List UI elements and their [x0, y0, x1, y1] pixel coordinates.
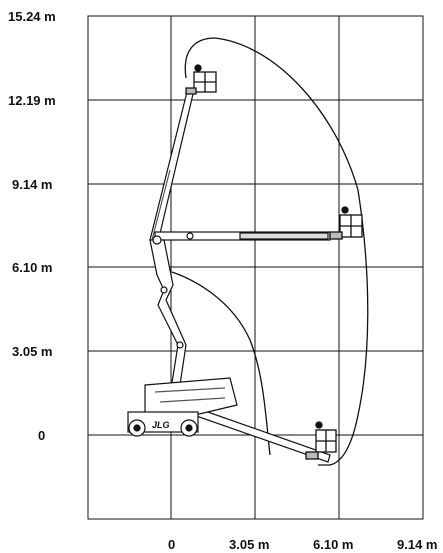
x-tick-label: 0	[168, 537, 175, 552]
y-tick-label: 9.14 m	[12, 177, 52, 192]
x-tick-label: 6.10 m	[313, 537, 353, 552]
riser-linkage	[149, 235, 187, 399]
y-tick-label: 15.24 m	[8, 9, 56, 24]
chassis: JLG	[127, 377, 238, 437]
x-tick-labels: 0 3.05 m 6.10 m 9.14 m	[168, 537, 437, 552]
y-tick-label: 12.19 m	[8, 93, 56, 108]
platform-basket-bottom	[305, 421, 337, 460]
jlg-logo: JLG	[152, 420, 170, 430]
y-tick-labels: 15.24 m 12.19 m 9.14 m 6.10 m 3.05 m 0	[8, 9, 56, 443]
grid	[87, 15, 424, 520]
x-tick-label: 9.14 m	[397, 537, 437, 552]
platform-basket-top	[185, 64, 217, 95]
boom-horizontal	[154, 231, 331, 241]
platform-basket-right	[329, 206, 363, 240]
x-tick-label: 3.05 m	[229, 537, 269, 552]
y-tick-label: 3.05 m	[12, 344, 52, 359]
y-tick-label: 6.10 m	[12, 260, 52, 275]
y-tick-label: 0	[38, 428, 45, 443]
reach-envelope	[171, 37, 369, 466]
